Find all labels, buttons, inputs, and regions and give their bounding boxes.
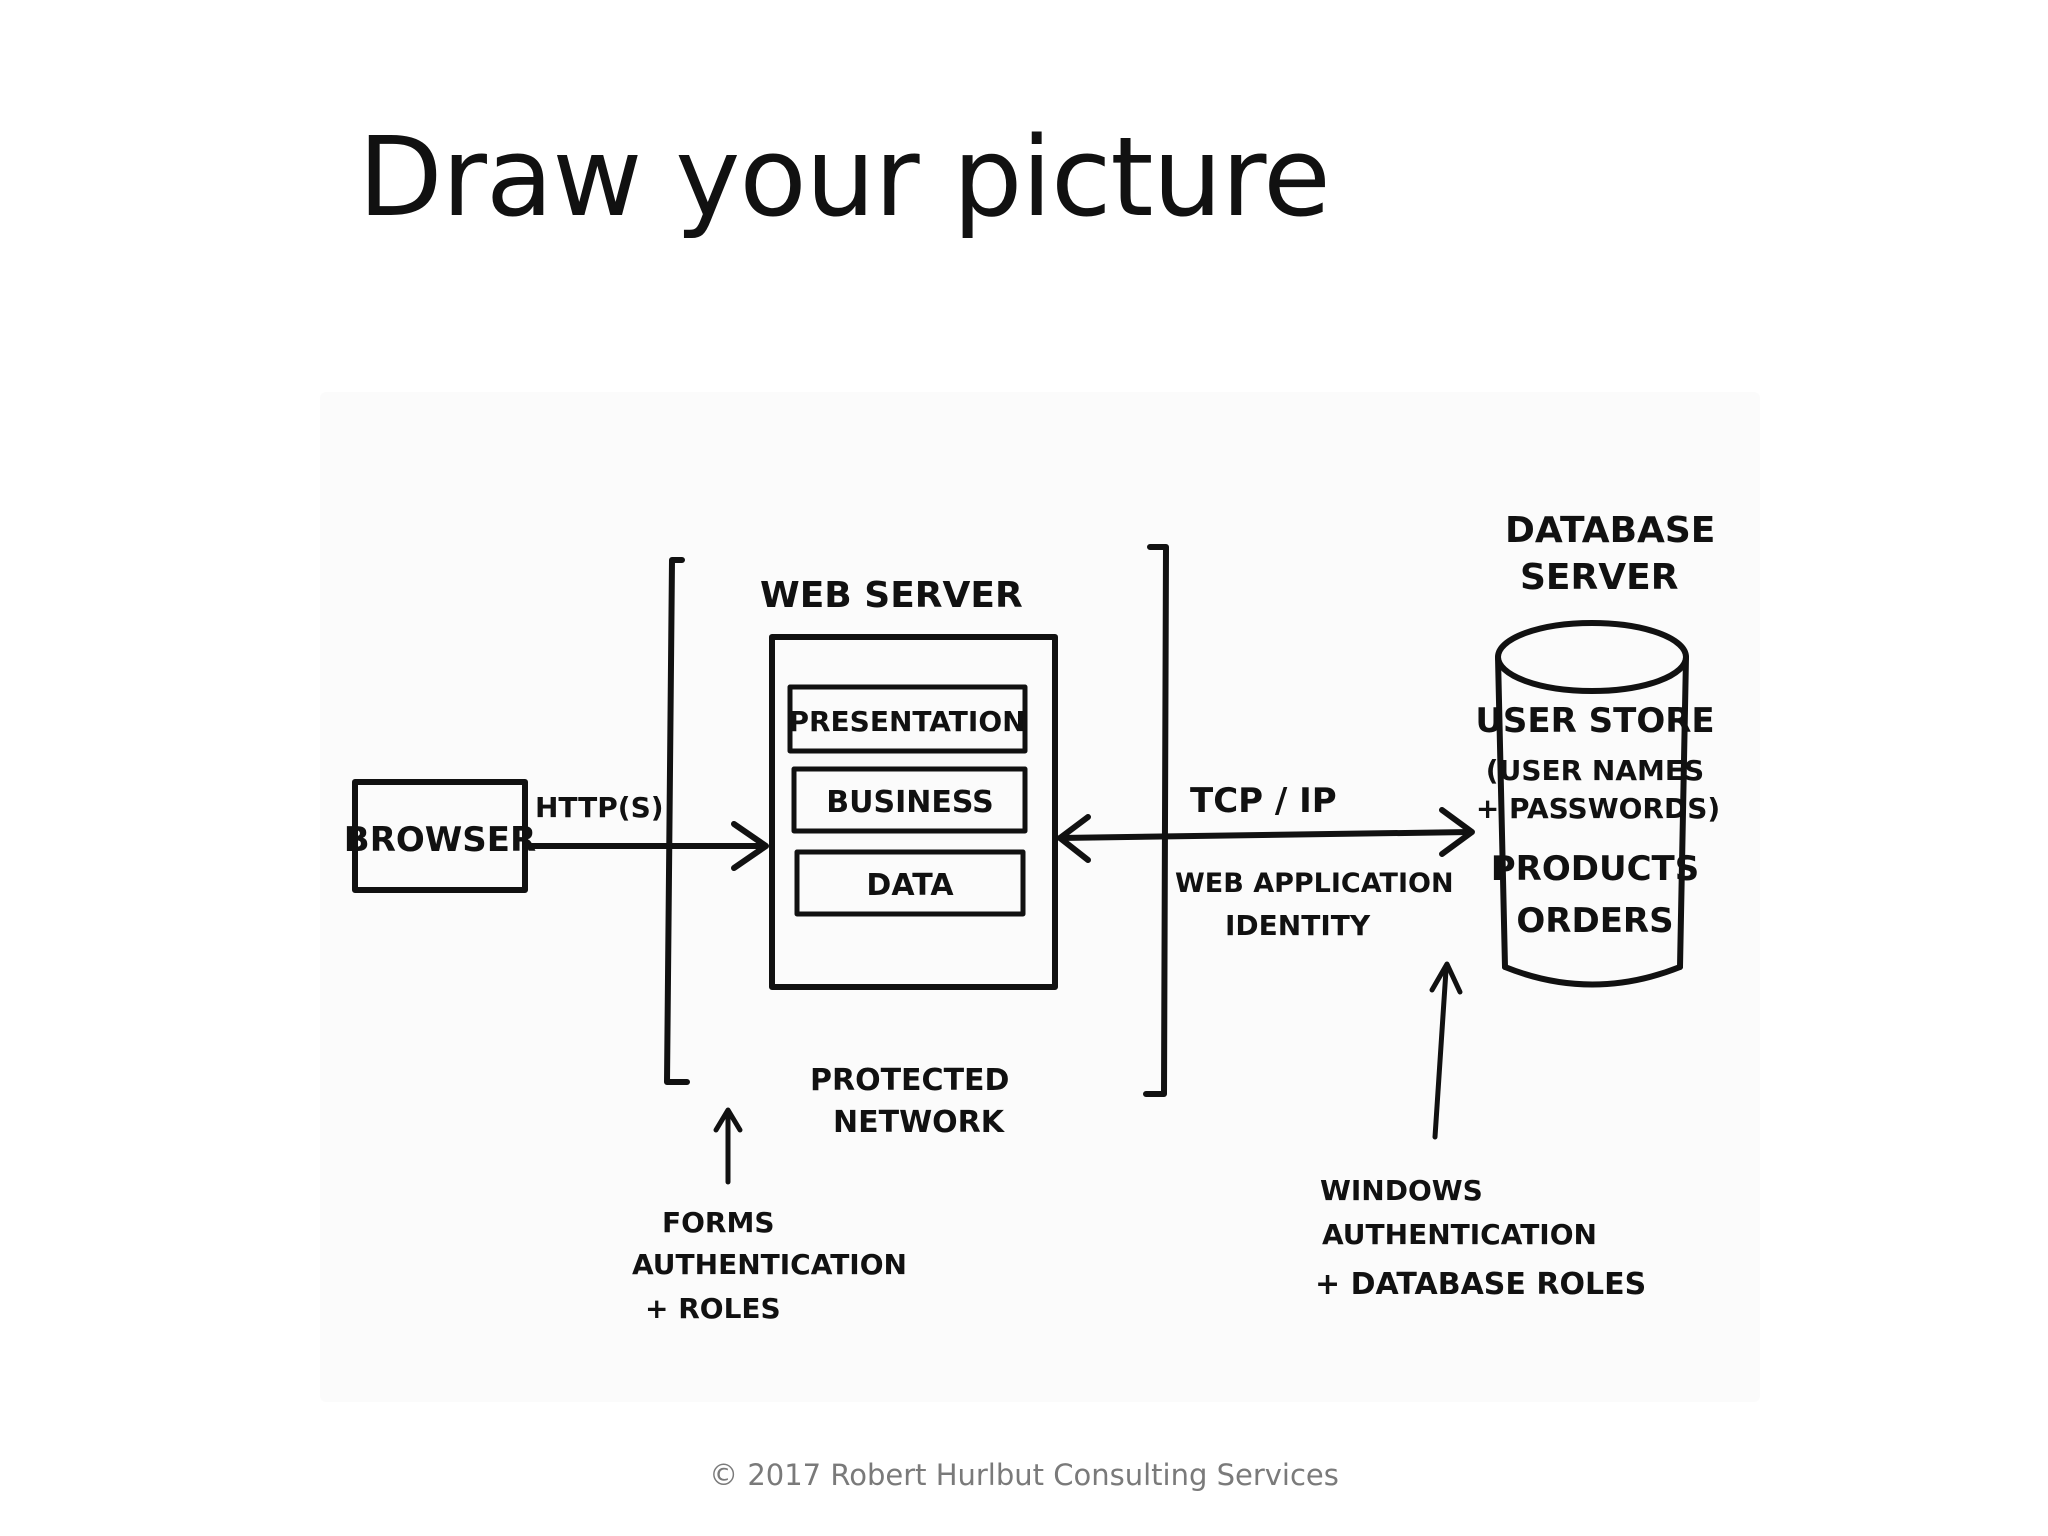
network-bracket-right <box>1143 544 1169 1097</box>
slide-title: Draw your picture <box>358 113 1331 241</box>
business-layer-label: BUSINESS <box>826 785 993 820</box>
database-server-label-line2: SERVER <box>1520 557 1678 598</box>
forms-auth-line2: AUTHENTICATION <box>632 1248 907 1281</box>
web-server-box <box>769 634 1058 990</box>
windows-auth-line3: + DATABASE ROLES <box>1315 1267 1646 1302</box>
db-user-names: (USER NAMES <box>1486 754 1704 787</box>
protected-network-label-line2: NETWORK <box>833 1105 1006 1140</box>
windows-auth-line1: WINDOWS <box>1320 1174 1483 1207</box>
diagram-canvas: BROWSER HTTP(S) WEB SERVER PRESENTATION … <box>344 510 1720 1325</box>
database-server-label-line1: DATABASE <box>1505 510 1715 551</box>
presentation-layer-label: PRESENTATION <box>788 705 1025 738</box>
tcp-ip-arrowhead-right <box>1439 807 1475 857</box>
http-arrowhead <box>731 821 769 871</box>
tcp-ip-arrow <box>1057 829 1473 841</box>
protected-network-label-line1: PROTECTED <box>810 1063 1009 1098</box>
network-bracket-left <box>664 557 690 1085</box>
windows-auth-pointer-head <box>1429 961 1463 995</box>
data-layer-box <box>794 849 1026 917</box>
db-passwords: + PASSWORDS) <box>1476 792 1720 825</box>
copyright-footer: © 2017 Robert Hurlbut Consulting Service… <box>709 1458 1339 1492</box>
web-app-identity-line2: IDENTITY <box>1225 909 1371 942</box>
forms-auth-line3: + ROLES <box>645 1292 781 1325</box>
business-layer-box <box>791 766 1028 834</box>
db-products: PRODUCTS <box>1491 849 1699 889</box>
data-layer-label: DATA <box>866 868 954 903</box>
browser-box <box>352 779 528 893</box>
forms-auth-line1: FORMS <box>662 1206 775 1239</box>
database-cylinder <box>1495 620 1689 988</box>
presentation-layer-box <box>787 684 1028 754</box>
forms-auth-pointer-head <box>713 1107 743 1133</box>
http-label: HTTP(S) <box>535 791 664 824</box>
windows-auth-line2: AUTHENTICATION <box>1322 1218 1597 1251</box>
architecture-diagram: BROWSER HTTP(S) WEB SERVER PRESENTATION … <box>320 392 1760 1402</box>
web-app-identity-line1: WEB APPLICATION <box>1175 868 1454 899</box>
db-user-store: USER STORE <box>1475 701 1714 741</box>
db-orders: ORDERS <box>1516 901 1673 941</box>
web-server-label: WEB SERVER <box>760 575 1023 616</box>
windows-auth-pointer <box>1432 967 1449 1140</box>
tcp-ip-arrowhead-left <box>1057 814 1091 863</box>
tcp-ip-label: TCP / IP <box>1190 781 1337 821</box>
browser-label: BROWSER <box>344 820 536 860</box>
